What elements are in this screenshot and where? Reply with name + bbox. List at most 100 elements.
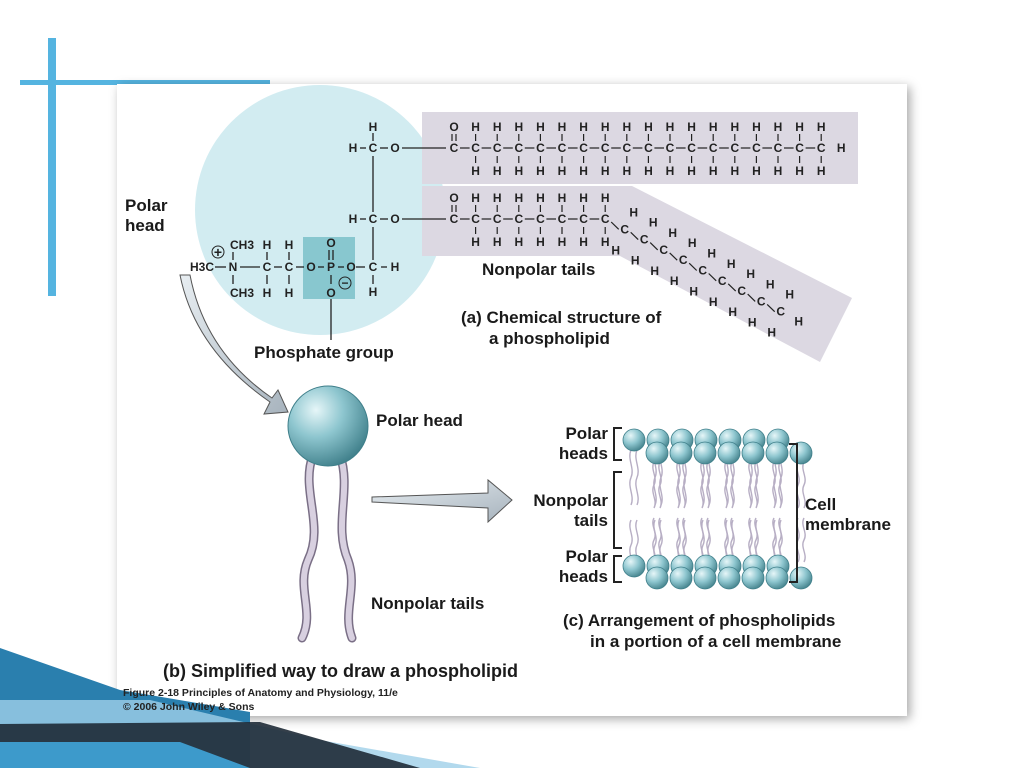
tail-hydrogen: H <box>670 274 679 288</box>
polar-head-sphere-front <box>765 441 789 465</box>
tail-carbon: C <box>687 141 696 155</box>
bottom-left-decoration <box>0 648 480 768</box>
tail-carbon: C <box>666 141 675 155</box>
tail-hydrogen: H <box>558 164 567 178</box>
tail-hydrogen: H <box>774 120 783 134</box>
lipid-tail <box>652 461 656 509</box>
polar-head-sphere-front <box>669 441 693 465</box>
lipid-tail <box>635 449 639 506</box>
glycerol-backbone-bonds <box>356 133 446 284</box>
polar-head-sphere-front <box>741 441 765 465</box>
polar-heads-top-label: heads <box>559 444 608 463</box>
backbone-o: O <box>390 141 399 155</box>
tail-hydrogen: H <box>666 120 675 134</box>
tail-carbon: C <box>471 212 480 226</box>
membrane-brackets <box>613 427 798 583</box>
tail-hydrogen: H <box>666 164 675 178</box>
nitrogen: N <box>229 260 238 274</box>
phosphate-o: O <box>346 260 355 274</box>
polar-head-label: Polar <box>125 196 168 215</box>
polar-heads-bottom-label: heads <box>559 567 608 586</box>
polar-head-label: head <box>125 216 165 235</box>
lipid-tail <box>778 461 782 509</box>
tail-hydrogen: H <box>774 164 783 178</box>
tail-carbon: C <box>709 141 718 155</box>
chemical-structure: H H C O H C O C H H <box>125 85 858 362</box>
tail-hydrogen: H <box>471 120 480 134</box>
bond <box>630 231 639 241</box>
ch3-top: CH3 <box>230 238 254 252</box>
tail-carbon: C <box>514 141 523 155</box>
right-arrow <box>371 478 513 524</box>
tail-carbon: C <box>493 212 502 226</box>
negative-charge: − <box>341 276 348 290</box>
polar-head-sphere-front <box>645 566 669 590</box>
tail-hydrogen: H <box>514 191 523 205</box>
head-h: H <box>285 286 294 300</box>
tail-hydrogen: H <box>767 326 776 340</box>
backbone-h: H <box>369 285 378 299</box>
nonpolar-tails-label-b: Nonpolar tails <box>371 594 484 613</box>
tail-carbon: C <box>450 141 459 155</box>
tail-hydrogen: H <box>709 120 718 134</box>
tail-carbon: C <box>558 141 567 155</box>
accent-horizontal-bar <box>20 80 270 85</box>
lipid-tail <box>730 461 734 509</box>
tail-carbon: C <box>536 212 545 226</box>
lipid-tail <box>629 449 633 506</box>
tail-hydrogen: H <box>668 226 677 240</box>
tail-hydrogen: H <box>514 235 523 249</box>
tail-carbon: C <box>579 141 588 155</box>
head-h: H <box>285 238 294 252</box>
polar-head-sphere-front <box>669 566 693 590</box>
tail-hydrogen: H <box>817 164 826 178</box>
cell-membrane-label: Cell <box>805 495 836 514</box>
tail-hydrogen: H <box>687 164 696 178</box>
tail-hydrogen: H <box>730 164 739 178</box>
bond <box>688 262 698 271</box>
tail-carbon: C <box>622 141 631 155</box>
tail-hydrogen: H <box>622 120 631 134</box>
tail-carbon: C <box>679 253 688 267</box>
head-h: H <box>263 286 272 300</box>
tail-hydrogen: H <box>748 315 757 329</box>
phosphate-group-label: Phosphate group <box>254 343 394 362</box>
accent-vertical-bar <box>48 38 56 296</box>
bond <box>766 303 776 313</box>
polar-heads-top-label: Polar <box>565 424 608 443</box>
tail-hydrogen: H <box>493 164 502 178</box>
tail-hydrogen: H <box>752 164 761 178</box>
tail-carbon: C <box>757 294 766 308</box>
tail-hydrogen: H <box>514 120 523 134</box>
polar-head-sphere-front <box>693 566 717 590</box>
tail-carbon: C <box>514 212 523 226</box>
backbone-o: O <box>390 212 399 226</box>
backbone-c: C <box>369 141 378 155</box>
tail-hydrogen: H <box>631 254 640 268</box>
tail-carbon: C <box>601 212 610 226</box>
tail-hydrogen: H <box>558 191 567 205</box>
lipid-tail <box>802 461 806 509</box>
tail-hydrogen: H <box>579 164 588 178</box>
head-h: H <box>263 238 272 252</box>
backbone-h: H <box>369 120 378 134</box>
caption-c: (c) Arrangement of phospholipids <box>563 611 835 630</box>
tail-hydrogen: H <box>579 120 588 134</box>
curved-arrow <box>179 274 289 415</box>
polar-head-sphere-front <box>789 441 813 465</box>
unsaturated-tail-band <box>422 186 852 362</box>
tail-hydrogen: H <box>471 235 480 249</box>
tail-carbon: C <box>450 212 459 226</box>
lipid-tail <box>682 461 686 509</box>
tail-carbon: C <box>579 212 588 226</box>
polar-head-label-b: Polar head <box>376 411 463 430</box>
tail-carbon: C <box>752 141 761 155</box>
tail-carbon: C <box>640 233 649 247</box>
caption-b: (b) Simplified way to draw a phospholipi… <box>163 661 518 681</box>
tail-carbon: C <box>795 141 804 155</box>
head-group-bonds <box>215 250 344 340</box>
tail-hydrogen: H <box>629 205 638 219</box>
head-c: C <box>263 260 272 274</box>
tail-hydrogen: H <box>727 257 736 271</box>
